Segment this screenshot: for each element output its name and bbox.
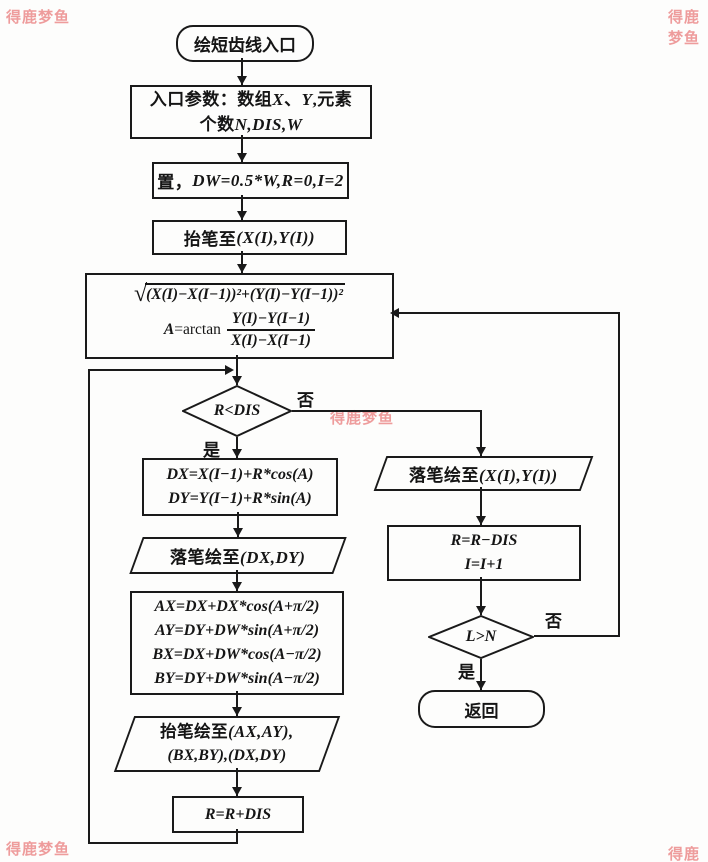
branch-no-label-2: 否 (545, 612, 562, 631)
flow-line (241, 195, 243, 220)
entry-params-line1: 入口参数：数组X、Y,元素 (149, 89, 353, 109)
watermark-bottom-left: 得鹿梦鱼 (6, 841, 71, 858)
entry-params-line2: 个数N,DIS,W (199, 115, 303, 134)
pen-down-dxdy-label: 落笔绘至(DX,DY) (170, 548, 306, 567)
flow-line (236, 691, 238, 716)
watermark-top-right: 得鹿梦鱼 (668, 9, 701, 47)
arctan-prefix: A=arctan (163, 320, 221, 338)
pen-up-box: 抬笔至(X(I),Y(I)) (152, 220, 347, 255)
arrow-down (476, 447, 486, 456)
dx-dy-box: DX=X(I−1)+R*cos(A) DY=Y(I−1)+R*sin(A) (142, 458, 338, 516)
pen-up-multi-parallelogram: 抬笔绘至(AX,AY), (BX,BY),(DX,DY) (113, 716, 341, 772)
branch-line (292, 410, 482, 412)
flow-line (480, 659, 482, 690)
bx-line: BX=DX+DW*cos(A−π/2) (152, 646, 322, 663)
r-minus-line: R=R−DIS (450, 532, 518, 549)
arrow-down (232, 787, 242, 796)
arrow-down (232, 707, 242, 716)
watermark-top-left: 得鹿梦鱼 (6, 9, 71, 26)
arrow-down (232, 376, 242, 385)
radicand: (X(I)−X(I−1))²+(Y(I)−Y(I−1))² (145, 282, 346, 307)
decision-r-less-dis: R<DIS (182, 385, 292, 437)
ay-line: AY=DY+DW*sin(A+π/2) (154, 622, 320, 639)
distance-angle-formula-box: √(X(I)−X(I−1))²+(Y(I)−Y(I−1))² A=arctan … (85, 273, 394, 359)
start-terminal: 绘短齿线入口 (176, 25, 314, 62)
arrow-down (232, 582, 242, 591)
pen-down-xy-parallelogram: 落笔绘至(X(I),Y(I)) (373, 456, 594, 491)
entry-params-box: 入口参数：数组X、Y,元素 个数N,DIS,W (130, 85, 372, 139)
fraction-numerator: Y(I)−Y(I−1) (226, 310, 316, 331)
diamond-shape (182, 385, 292, 437)
arrow-down (476, 516, 486, 525)
branch-yes-label-2: 是 (458, 663, 475, 682)
i-increment-line: I=I+1 (464, 556, 504, 573)
dy-line: DY=Y(I−1)+R*sin(A) (168, 490, 312, 507)
arrow-down (237, 211, 247, 220)
arrow-down (476, 606, 486, 615)
arrow-left (390, 308, 399, 318)
loop-line (618, 313, 620, 637)
flow-line (236, 355, 238, 385)
branch-yes-label-1: 是 (203, 441, 220, 460)
r-minus-dis-box: R=R−DIS I=I+1 (387, 525, 581, 581)
flow-line (480, 577, 482, 615)
arrow-down (476, 681, 486, 690)
flow-line (236, 437, 238, 458)
arrow-down (237, 76, 247, 85)
pen-up-multi-line2: (BX,BY),(DX,DY) (167, 747, 287, 765)
loop-line (236, 829, 238, 844)
watermark-center: 得鹿梦鱼 (330, 410, 395, 427)
arrow-down (232, 449, 242, 458)
by-line: BY=DY+DW*sin(A−π/2) (154, 670, 320, 687)
pen-up-multi-line1: 抬笔绘至(AX,AY), (160, 722, 294, 742)
radical-sign: √ (133, 280, 148, 307)
flow-line (236, 768, 238, 796)
flow-line (480, 487, 482, 525)
arctan-expression: A=arctan Y(I)−Y(I−1) X(I)−X(I−1) (163, 310, 316, 350)
loop-line (88, 370, 90, 844)
loop-line (88, 369, 227, 371)
diamond-shape-2 (428, 615, 534, 659)
branch-line (480, 410, 482, 456)
dx-line: DX=X(I−1)+R*cos(A) (166, 466, 314, 483)
pen-down-xy-label: 落笔绘至(X(I),Y(I)) (409, 466, 558, 485)
flow-line (236, 570, 238, 591)
flow-line (237, 512, 239, 537)
arrow-down (233, 528, 243, 537)
arrow-down (237, 264, 247, 273)
decision-l-greater-n: L>N (428, 615, 534, 659)
flow-line (241, 135, 243, 162)
branch-no-label-1: 否 (297, 391, 314, 410)
pen-down-dxdy-parallelogram: 落笔绘至(DX,DY) (129, 537, 347, 574)
arrow-right (225, 365, 234, 375)
init-box: 置，DW=0.5*W,R=0,I=2 (152, 162, 349, 199)
flow-line (241, 251, 243, 273)
flow-line (241, 58, 243, 85)
decision-r-less-dis-label: R<DIS (213, 402, 261, 419)
fraction-denominator: X(I)−X(I−1) (231, 331, 311, 349)
sqrt-expression: √(X(I)−X(I−1))²+(Y(I)−Y(I−1))² (133, 280, 346, 307)
arrow-down (237, 153, 247, 162)
pen-up-multi-label: 抬笔绘至(AX,AY), (BX,BY),(DX,DY) (160, 720, 293, 767)
ax-line: AX=DX+DX*cos(A+π/2) (154, 598, 320, 615)
ax-ay-bx-by-box: AX=DX+DX*cos(A+π/2) AY=DY+DW*sin(A+π/2) … (130, 591, 344, 695)
fraction: Y(I)−Y(I−1) X(I)−X(I−1) (226, 310, 316, 350)
decision-l-greater-n-label: L>N (465, 628, 497, 645)
return-terminal: 返回 (418, 690, 545, 728)
r-plus-dis-box: R=R+DIS (172, 796, 304, 833)
watermark-bottom-right: 得鹿梦鱼 (668, 846, 701, 862)
loop-line (392, 312, 620, 314)
loop-line (88, 842, 238, 844)
loop-line (534, 635, 620, 637)
